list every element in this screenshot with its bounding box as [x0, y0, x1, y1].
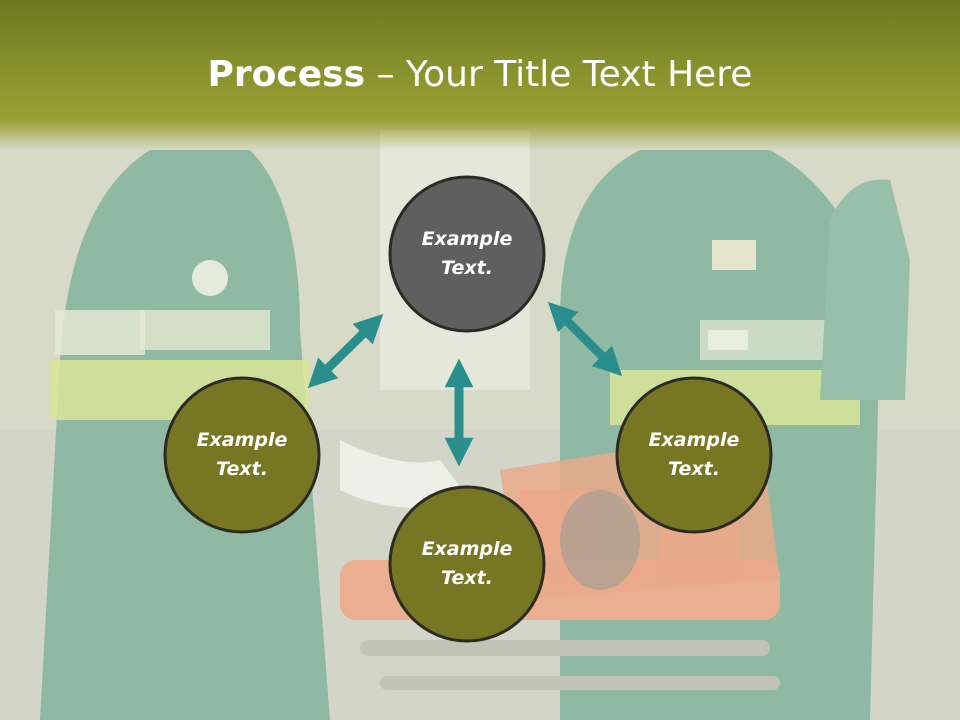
- node-right-label: Example Text.: [648, 429, 740, 480]
- node-top-circle[interactable]: [388, 175, 546, 333]
- title-separator: –: [365, 54, 406, 95]
- node-left-label: Example Text.: [196, 429, 288, 480]
- node-bottom-circle[interactable]: [388, 485, 546, 643]
- node-left-circle[interactable]: [163, 376, 321, 534]
- arrow-top-right: [547, 301, 623, 377]
- title-bar: [0, 0, 960, 150]
- node-right-circle[interactable]: [615, 376, 773, 534]
- arrow-top-left: [307, 313, 384, 389]
- title-rest: Your Title Text Here: [405, 54, 753, 95]
- slide-title: Process – Your Title Text Here: [0, 52, 960, 98]
- title-bold: Process: [207, 54, 366, 95]
- node-bottom-label: Example Text.: [421, 538, 513, 589]
- node-top-label: Example Text.: [421, 228, 513, 279]
